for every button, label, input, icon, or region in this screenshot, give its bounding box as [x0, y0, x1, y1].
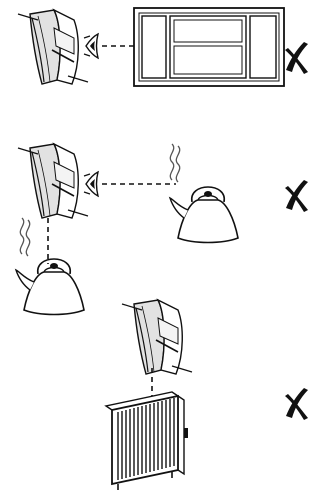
steam-icon — [20, 218, 29, 256]
cross-mark-icon — [285, 180, 308, 212]
cross-mark-icon — [285, 388, 308, 420]
eye-icon — [84, 34, 98, 58]
eye-icon — [84, 172, 98, 196]
kettle-icon — [170, 187, 238, 243]
panel-radiator — [106, 300, 308, 490]
radiator-icon — [106, 392, 188, 490]
motion-sensor-icon — [122, 300, 192, 374]
motion-sensor-icon — [18, 10, 88, 84]
steam-icon — [170, 144, 179, 182]
window-icon — [134, 8, 284, 86]
motion-sensor-icon — [18, 144, 88, 218]
panel-window — [18, 8, 308, 86]
panel-kettles — [16, 144, 308, 315]
kettle-icon — [16, 259, 84, 315]
cross-mark-icon — [285, 42, 308, 74]
